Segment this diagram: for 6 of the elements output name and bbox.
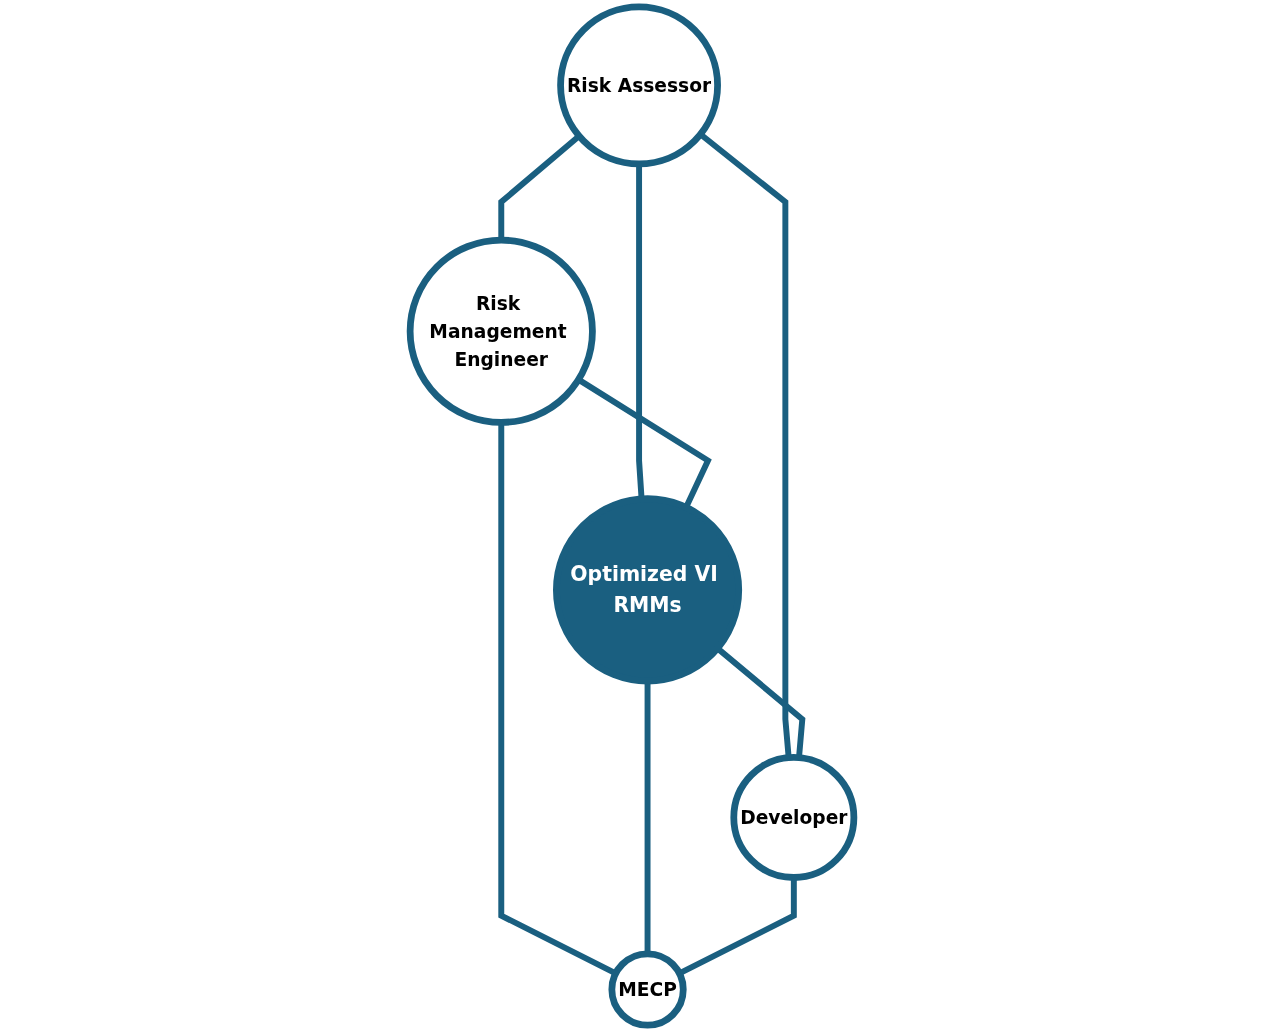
node-circle: MECP <box>608 950 687 1029</box>
node-circle: Risk Assessor <box>557 3 721 168</box>
node-circle: Risk Management Engineer <box>406 236 596 426</box>
node-circle: Optimized VI RMMs <box>553 495 743 685</box>
node-circle: Developer <box>730 754 858 881</box>
connector <box>644 681 651 954</box>
